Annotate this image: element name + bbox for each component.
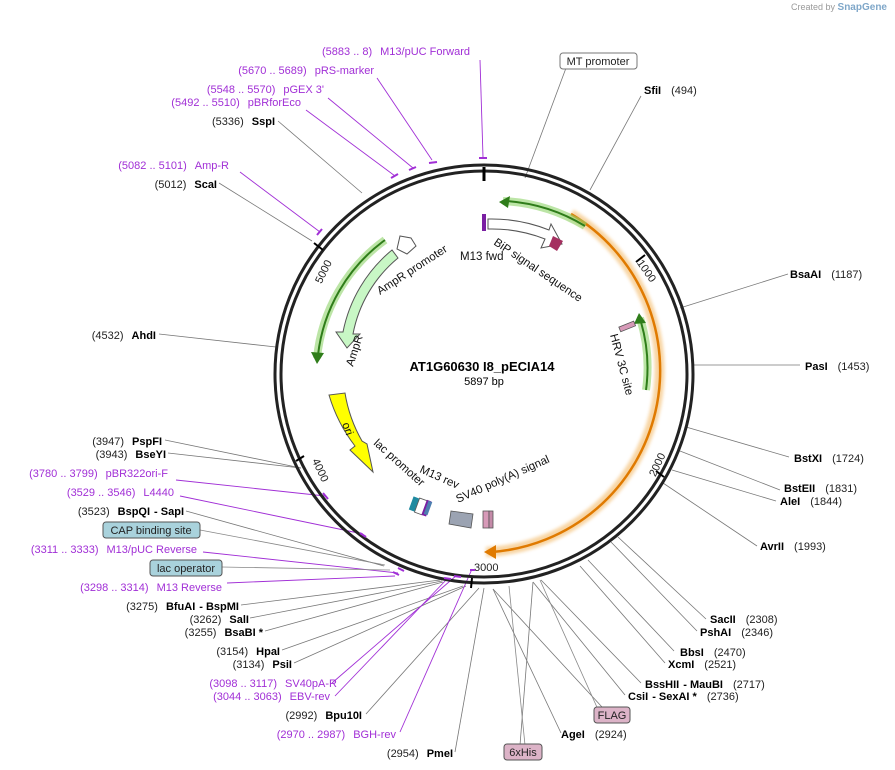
site-bfuai-bspmi: (3275)BfuAI- BspMI <box>126 601 239 613</box>
site-bbsi: BbsI(2470) <box>680 647 746 659</box>
m13-rev-marker <box>423 500 433 516</box>
backbone-outer-ring <box>273 163 695 585</box>
site-sspi: (5336)SspI <box>212 116 275 128</box>
primer-leader-lines <box>175 59 484 733</box>
bip-marker <box>549 236 563 251</box>
box-leader-lines <box>199 529 601 746</box>
tick-5000: 5000 <box>313 258 335 285</box>
primer-bgh-rev: (2970 .. 2987)BGH-rev <box>277 729 397 741</box>
label-hrv-3c-site: HRV 3C site <box>607 333 635 397</box>
site-psii: (3134)PsiI <box>233 659 292 671</box>
snapgene-brand: Created by SnapGene <box>791 2 887 13</box>
orange-feature-arc <box>485 209 665 557</box>
site-bsteii: BstEII(1831) <box>784 483 857 495</box>
site-pspfi: (3947)PspFI <box>92 436 162 448</box>
site-bsabi: (3255)BsaBI * <box>185 627 264 639</box>
flag-label: FLAG <box>598 710 627 722</box>
ampr-promoter-arrow <box>396 235 417 255</box>
primer-m13-reverse: (3298 .. 3314)M13 Reverse <box>80 582 222 594</box>
primer-sv40pa-r: (3098 .. 3117)SV40pA-R <box>209 678 337 690</box>
label-lac-promoter: lac promoter <box>371 437 427 489</box>
label-ampr-promoter: AmpR promoter <box>375 243 450 297</box>
primer-ebv-rev: (3044 .. 3063)EBV-rev <box>213 691 330 703</box>
site-ahdi: (4532)AhdI <box>92 330 156 342</box>
label-m13-fwd: M13 fwd <box>460 251 503 263</box>
hrv-3c-marker <box>618 320 637 333</box>
site-scai: (5012)ScaI <box>155 179 217 191</box>
primer-m13-puc-forward: (5883 .. 8)M13/pUC Forward <box>322 46 470 58</box>
label-sv40-polya: SV40 poly(A) signal <box>454 454 551 506</box>
primer-pbr322ori-f: (3780 .. 3799)pBR322ori-F <box>29 468 168 480</box>
plasmid-name: AT1G60630 I8_pECIA14 <box>410 359 556 374</box>
site-sfii: SfiI(494) <box>644 85 697 97</box>
primer-pbrforeco: (5492 .. 5510)pBRforEco <box>171 97 301 109</box>
site-bseyi: (3943)BseYI <box>96 449 166 461</box>
sv40-polya-arrow <box>448 510 474 529</box>
tick-marks <box>295 242 665 589</box>
his-marker <box>488 510 494 529</box>
primer-marks <box>316 157 487 580</box>
site-alei: AleI(1844) <box>780 496 842 508</box>
cap-binding-site-label: CAP binding site <box>110 525 191 537</box>
boxed-labels: MT promoter CAP binding site lac operato… <box>102 52 638 761</box>
lac-operator-marker <box>408 496 420 512</box>
6xhis-label: 6xHis <box>509 747 537 759</box>
site-sali: (3262)SalI <box>190 614 249 626</box>
flag-marker <box>482 510 490 529</box>
created-by-text: Created by <box>790 2 836 12</box>
right-sites: SfiI(494) BsaAI(1187) PasI(1453) BstXI(1… <box>561 85 869 741</box>
plasmid-length: 5897 bp <box>464 376 504 388</box>
ampr-arrow <box>335 249 399 349</box>
site-hpai: (3154)HpaI <box>216 646 280 658</box>
site-bpu10i: (2992)Bpu10I <box>286 710 362 722</box>
site-pshai: PshAI(2346) <box>700 627 773 639</box>
bip-signal-arrow <box>487 218 563 249</box>
site-avrii: AvrII(1993) <box>760 541 826 553</box>
site-bsshii-maubi: BssHII- MauBI(2717) <box>645 679 765 691</box>
site-pmei: (2954)PmeI <box>387 748 453 760</box>
mt-promoter-label: MT promoter <box>567 56 630 68</box>
lac-operator-label: lac operator <box>157 563 215 575</box>
site-agei: AgeI(2924) <box>561 729 627 741</box>
site-xcmi: XcmI(2521) <box>668 659 736 671</box>
label-ori: ori <box>339 421 355 437</box>
tick-3000: 3000 <box>474 562 498 574</box>
site-pasi: PasI(1453) <box>805 361 869 373</box>
primer-amp-r: (5082 .. 5101)Amp-R <box>118 160 229 172</box>
primer-prs-marker: (5670 .. 5689)pRS-marker <box>238 65 374 77</box>
primer-labels: (5883 .. 8)M13/pUC Forward (5670 .. 5689… <box>29 46 470 741</box>
label-bip-signal-sequence: BiP signal sequence <box>491 237 584 305</box>
snapgene-logo-text: SnapGene <box>837 2 887 13</box>
m13-fwd-marker <box>482 214 486 231</box>
site-bsaai: BsaAI(1187) <box>790 269 862 281</box>
primer-l4440: (3529 .. 3546)L4440 <box>67 487 174 499</box>
left-sites: (5336)SspI (5012)ScaI (4532)AhdI (3947)P… <box>78 116 453 760</box>
site-csii-sexai: CsiI- SexAI *(2736) <box>628 691 739 703</box>
site-bstxi: BstXI(1724) <box>794 453 864 465</box>
site-sacii: SacII(2308) <box>710 614 777 626</box>
ori-arrow <box>328 392 374 474</box>
leader-lines <box>158 67 800 753</box>
site-bspqi-sapi: (3523)BspQI- SapI <box>78 506 184 518</box>
primer-pgex-3: (5548 .. 5570)pGEX 3' <box>207 84 324 96</box>
primer-m13-puc-reverse: (3311 .. 3333)M13/pUC Reverse <box>31 544 197 556</box>
